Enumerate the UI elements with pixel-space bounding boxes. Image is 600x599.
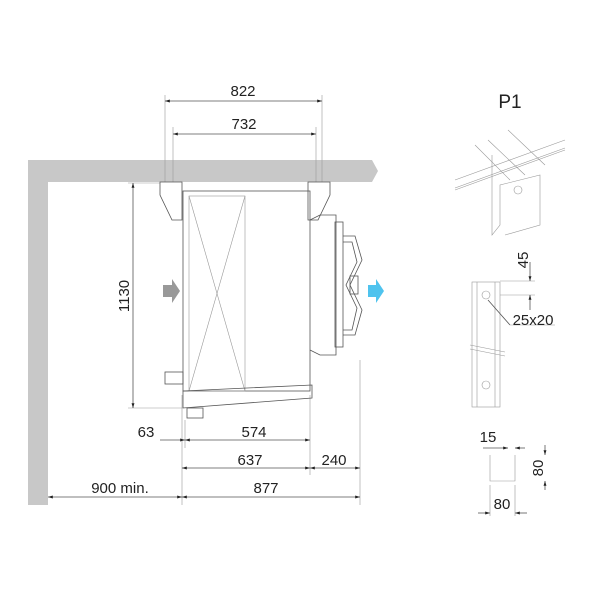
air-outlet-arrow [368,279,384,303]
profile-width-80: 80 [494,496,511,513]
dim-63: 63 [138,424,155,441]
extension-lines [128,95,361,505]
hanger-brackets [159,181,331,221]
dimension-lines [48,99,360,499]
hole-offset-45: 45 [515,252,532,269]
dim-637: 637 [237,452,262,469]
profile-height-80: 80 [530,460,547,477]
bracket-isometric [454,129,566,236]
profile-section [478,445,547,516]
hole-size-25x20: 25x20 [513,312,554,329]
dim-240: 240 [321,452,346,469]
dim-900-min: 900 min. [91,480,149,497]
fan-assembly [309,214,363,356]
dim-1130: 1130 [116,280,133,312]
unit-body [164,190,313,419]
dim-877: 877 [253,480,278,497]
dim-822: 822 [230,83,255,100]
air-inlet-arrow [163,279,180,303]
dim-574: 574 [241,424,266,441]
bracket-side-view [469,262,555,408]
dim-732: 732 [231,116,256,133]
profile-lip-15: 15 [480,429,497,446]
detail-title: P1 [498,92,521,113]
